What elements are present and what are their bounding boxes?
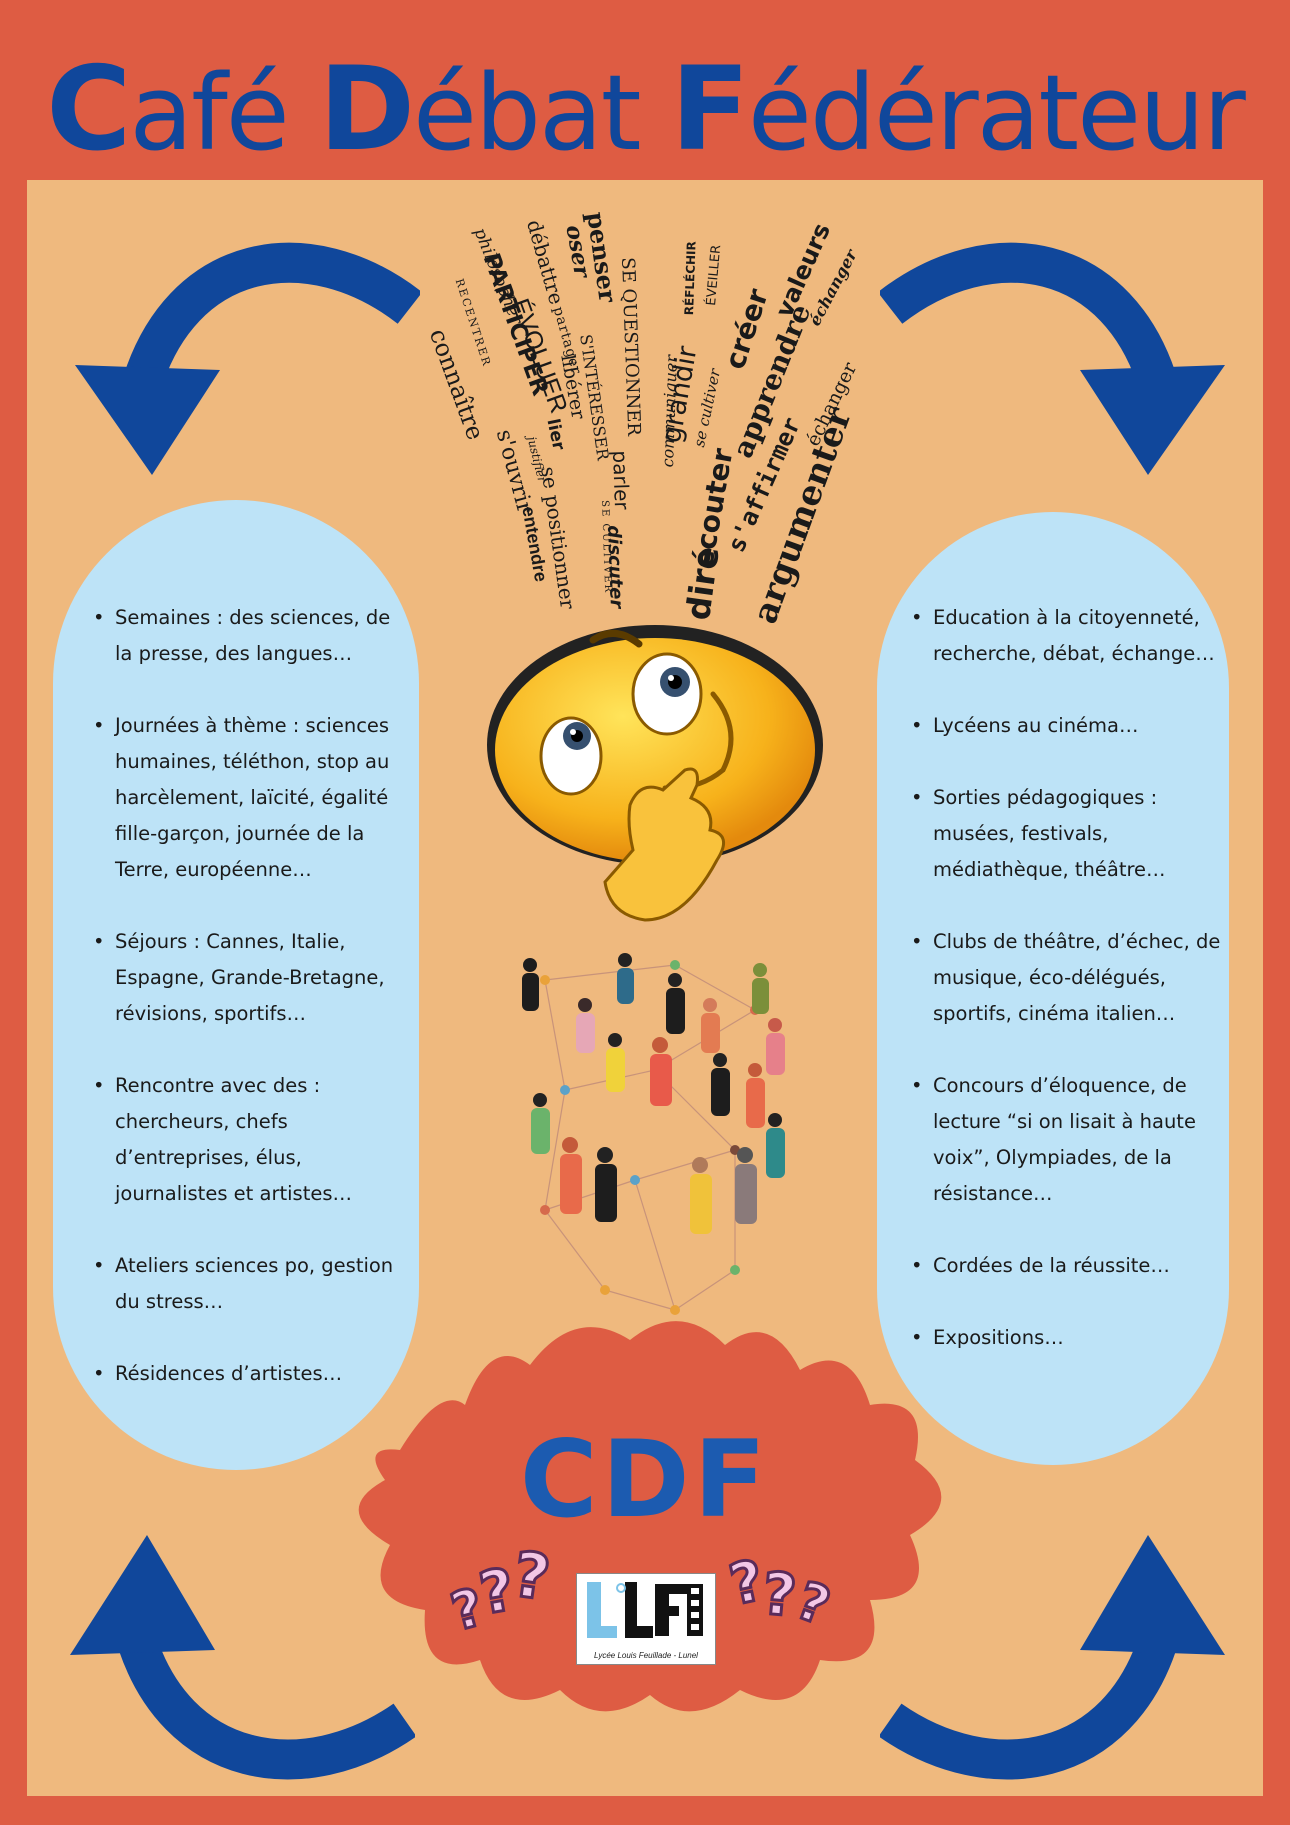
word-item: dire — [678, 544, 727, 623]
svg-text:?: ? — [509, 1537, 555, 1614]
list-item: Journées à thème : sciences humaines, té… — [93, 708, 409, 888]
llf-logo-icon — [587, 1582, 703, 1638]
curved-arrow-icon — [880, 242, 1225, 475]
activities-list-left: Semaines : des sciences, de la presse, d… — [53, 500, 419, 1470]
cdf-heading: CDF — [519, 1418, 771, 1541]
svg-text:?: ? — [760, 1559, 799, 1630]
question-marks-icon: ? ? ? — [725, 1547, 839, 1639]
word-item: RÉFLÉCHIR — [682, 240, 699, 316]
title-part: édérateur — [747, 52, 1246, 174]
list-item: Semaines : des sciences, de la presse, d… — [93, 600, 409, 672]
logo-caption: Lycée Louis Feuillade - Lunel — [594, 1651, 698, 1660]
word-item: ÉVEILLER — [704, 244, 725, 307]
list-item: Education à la citoyenneté, recherche, d… — [911, 600, 1229, 672]
people-network-icon — [522, 953, 785, 1315]
list-item: Clubs de théâtre, d’échec, de musique, é… — [911, 924, 1229, 1032]
title-letter-d: D — [318, 42, 415, 177]
list-item: Résidences d’artistes… — [93, 1356, 409, 1392]
list-item: Concours d’éloquence, de lecture “si on … — [911, 1068, 1229, 1212]
list-item: Séjours : Cannes, Italie, Espagne, Grand… — [93, 924, 409, 1032]
curved-arrow-icon — [75, 242, 420, 475]
word-item: discuter — [603, 525, 627, 609]
word-item: lier — [542, 417, 569, 453]
title-letter-f: F — [670, 42, 750, 177]
list-item: Ateliers sciences po, gestion du stress… — [93, 1248, 409, 1320]
activities-list-right: Education à la citoyenneté, recherche, d… — [877, 512, 1229, 1465]
list-item: Sorties pédagogiques : musées, festivals… — [911, 780, 1229, 888]
school-logo: Lycée Louis Feuillade - Lunel — [576, 1573, 716, 1665]
word-item: parler — [608, 450, 635, 511]
curved-arrow-icon — [880, 1535, 1225, 1780]
title-part: afé — [129, 52, 319, 174]
title-part: ébat — [413, 52, 671, 174]
page-title: Café Débat Fédérateur — [0, 52, 1290, 168]
list-item: Rencontre avec des : chercheurs, chefs d… — [93, 1068, 409, 1212]
thinking-emoji-icon — [487, 625, 823, 922]
list-item: Cordées de la réussite… — [911, 1248, 1229, 1284]
cdf-burst-shape — [358, 1321, 942, 1712]
title-letter-c: C — [46, 42, 131, 177]
list-item: Expositions… — [911, 1320, 1229, 1356]
curved-arrow-icon — [70, 1535, 415, 1780]
question-marks-icon: ? ? ? — [445, 1536, 556, 1640]
word-item: SE QUESTIONNER — [617, 257, 645, 437]
word-cloud: connaître RECENTRER philosopher PARTICIP… — [420, 205, 862, 629]
list-item: Lycéens au cinéma… — [911, 708, 1229, 744]
